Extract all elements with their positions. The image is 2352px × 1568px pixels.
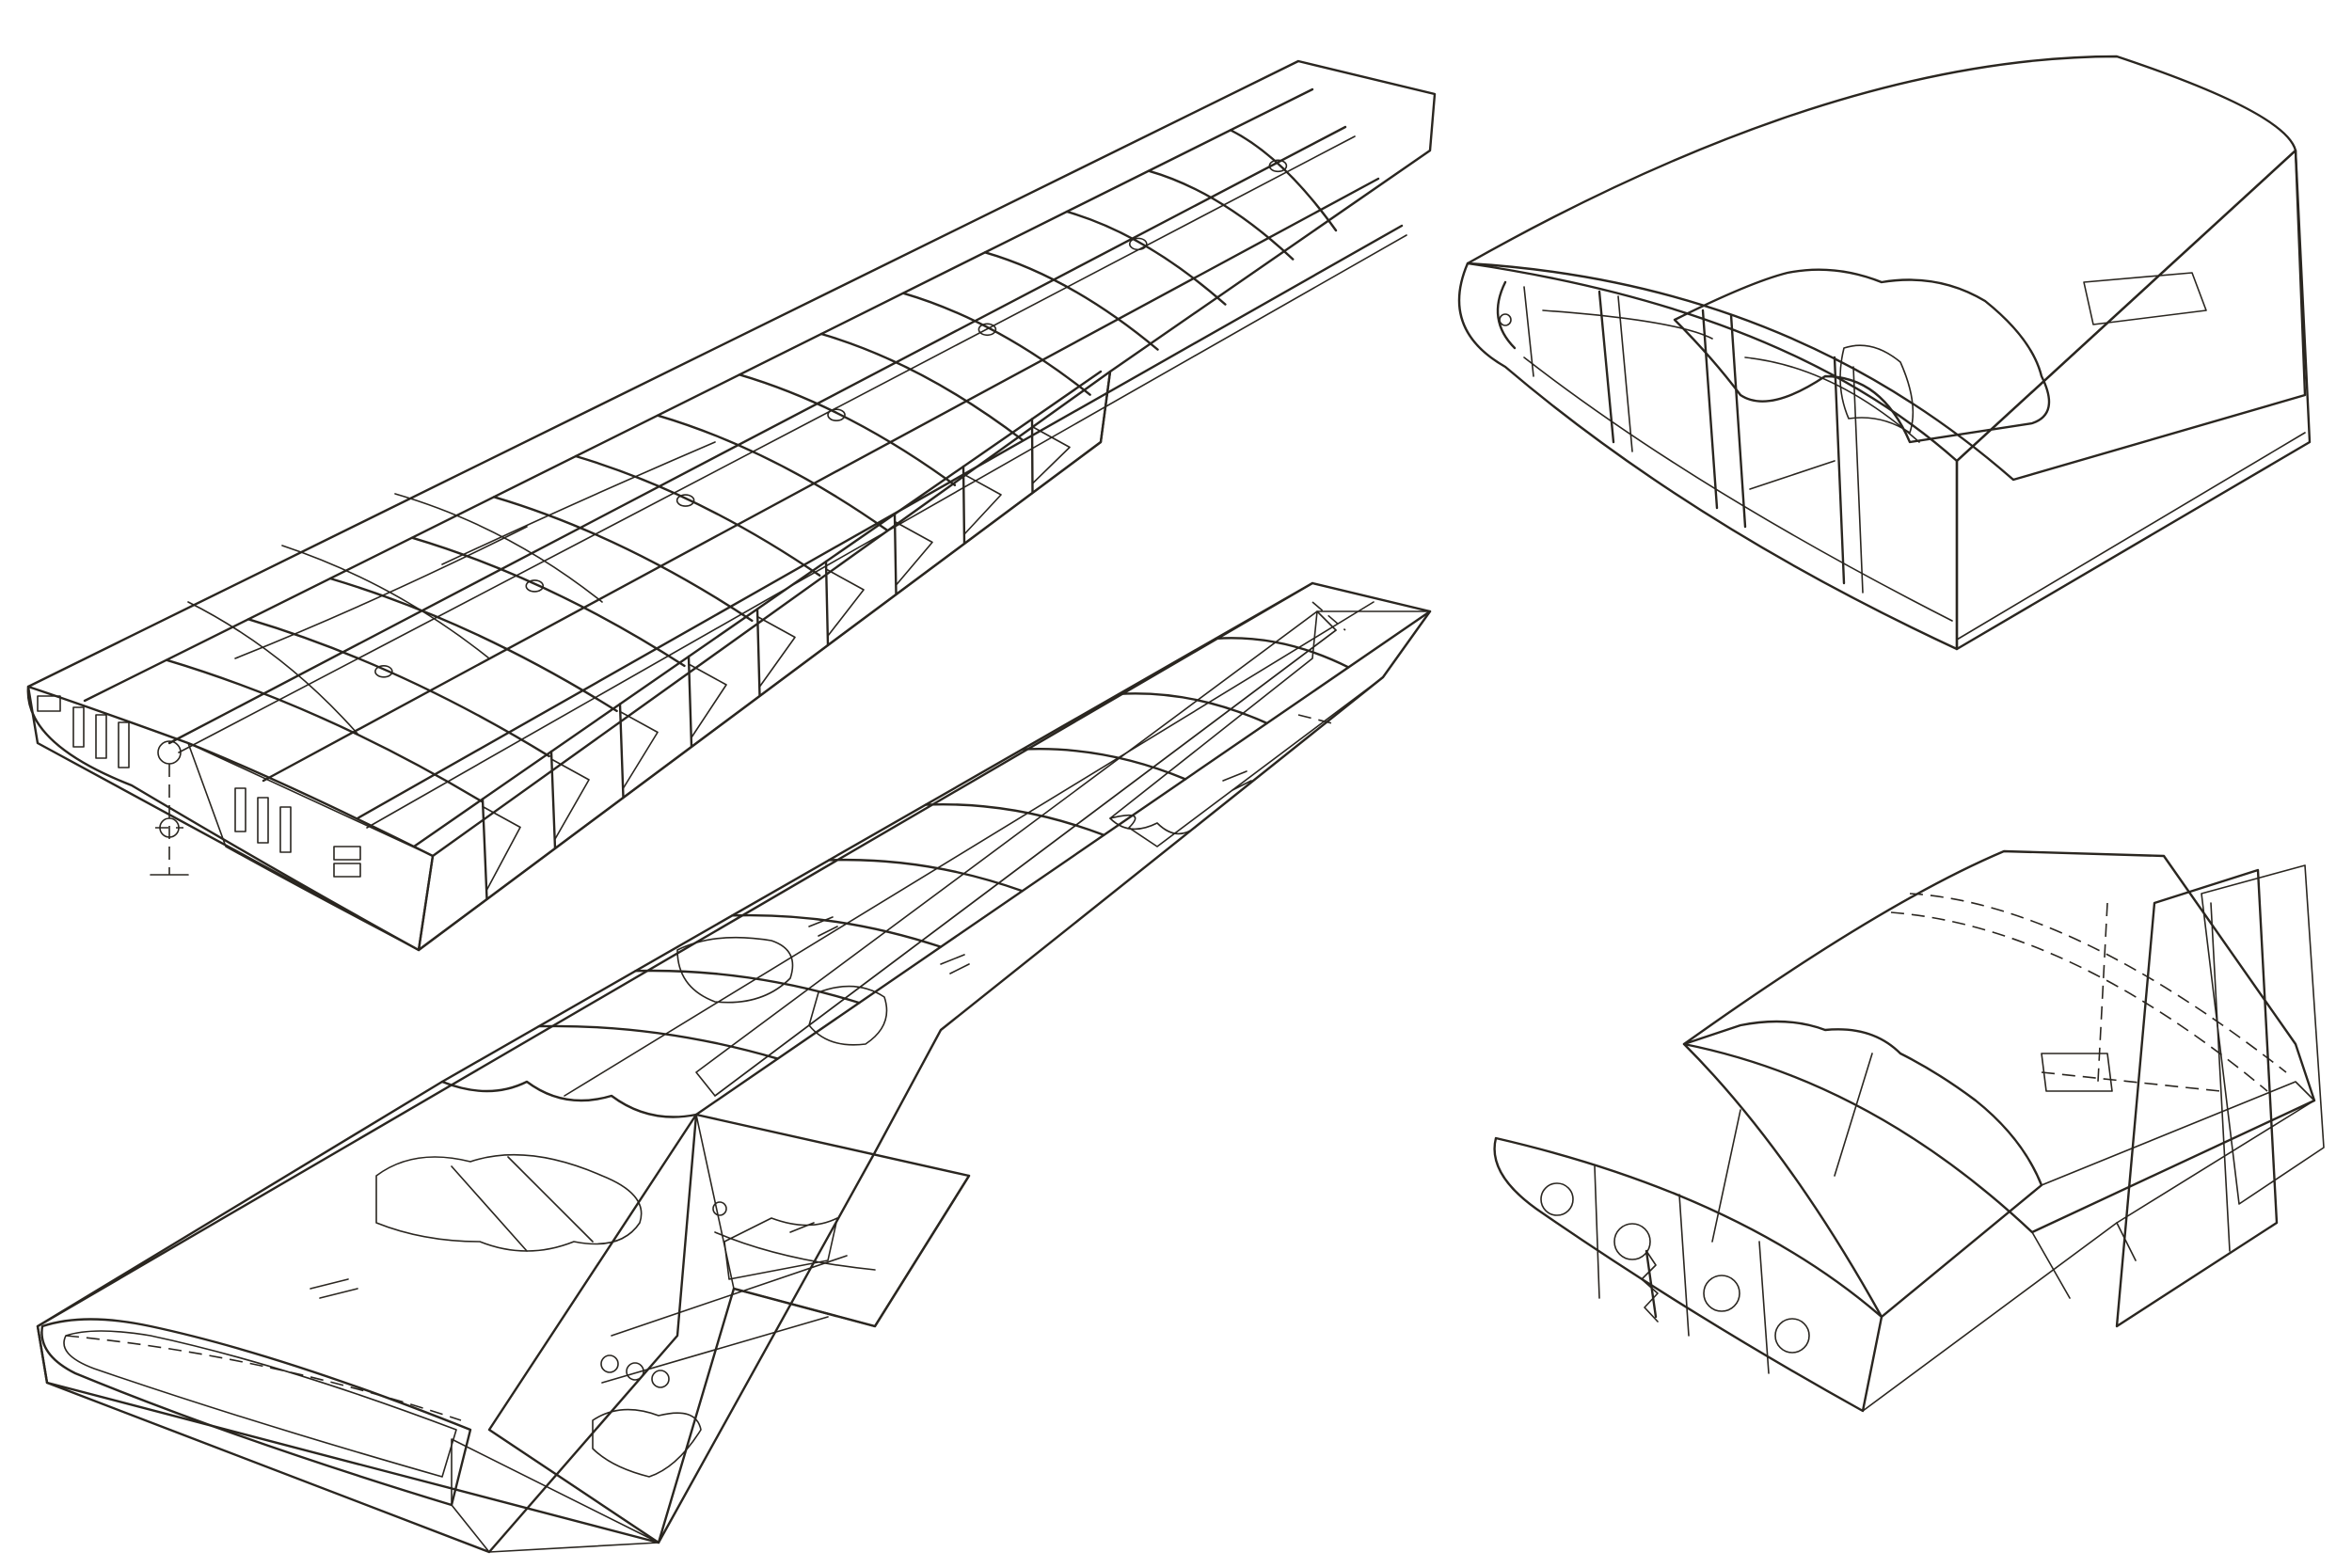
rib-gusset	[825, 568, 865, 637]
wing-ribs	[165, 129, 1338, 901]
wing-spars	[83, 87, 1407, 848]
block-side-face	[1955, 149, 2312, 651]
trailing-box-rib	[481, 798, 488, 901]
trailing-front-holes	[1540, 1165, 1810, 1374]
block-top-skin	[1466, 55, 2307, 482]
skinned-wing-rib	[924, 803, 1105, 836]
honeycomb-trailing-section	[1493, 849, 2325, 1413]
lightening-hole-icon	[1268, 159, 1288, 173]
wing-rib	[410, 536, 686, 668]
wing-rib	[656, 414, 889, 531]
trailing-box-rib	[893, 513, 898, 596]
wing-rib	[165, 658, 484, 803]
rib-gusset	[894, 520, 933, 586]
skin-foam-patches	[375, 936, 888, 1252]
trailing-top-skin	[1682, 849, 2316, 1234]
trailing-mesh-patch-icon	[2041, 1053, 2113, 1092]
wing-rib	[983, 251, 1159, 351]
block-core-void	[1839, 344, 1915, 434]
cutaway-rib-holes	[600, 1201, 727, 1388]
wing-rib	[328, 577, 618, 713]
wing-rib	[819, 332, 1024, 441]
skinned-wing-rib	[827, 858, 1024, 893]
rib-gusset	[962, 473, 1002, 535]
block-mesh-patch-icon	[2083, 272, 2207, 325]
tip-shading	[451, 1438, 660, 1553]
block-front-face	[1457, 261, 1959, 651]
wing-rib	[1065, 210, 1227, 306]
block-front-ribs	[1496, 280, 1953, 622]
trailing-side-face	[1862, 1081, 2315, 1412]
wing-rib	[574, 454, 821, 577]
trailing-honeycomb-core	[1682, 1020, 2043, 1319]
lightening-hole-icon	[374, 665, 393, 678]
wing-rib	[1229, 129, 1338, 232]
skinned-wing-outline	[36, 581, 1432, 1544]
trailing-cut-edge	[1641, 1250, 1659, 1323]
skinned-wing-rib	[1215, 637, 1350, 669]
trailing-rear-leaf	[2115, 868, 2279, 1328]
trailing-box-rib	[961, 465, 966, 546]
wing-rib	[246, 618, 550, 758]
cutaway-rib-face	[488, 1114, 735, 1544]
skinned-root-face	[40, 1318, 472, 1507]
attachment-arrow-markers	[310, 770, 1252, 1299]
lightening-hole-icon	[1128, 237, 1148, 251]
skinned-wing-ribs	[537, 637, 1350, 1060]
rib-gusset	[550, 758, 590, 840]
inboard-skin	[36, 1080, 698, 1554]
wing-rib	[492, 496, 754, 623]
trailing-box-rib	[549, 750, 557, 850]
rib-lightening-holes	[374, 159, 1288, 678]
rib-gusset	[756, 615, 796, 688]
trailing-box-rib	[755, 608, 761, 698]
cutaway-foam-patch	[592, 1408, 702, 1478]
trailing-box-rib	[1030, 418, 1034, 495]
lightening-hole-icon	[827, 408, 846, 421]
skinned-wing-rib	[1021, 748, 1187, 781]
rib-gusset	[619, 710, 659, 789]
skinned-wing-rib	[634, 969, 861, 1005]
wing-rib	[738, 373, 957, 486]
root-rib-shadow	[187, 742, 434, 951]
lightening-hole-icon	[977, 323, 997, 337]
skinned-wing-rib	[731, 913, 943, 948]
spar-attachment-fitting-icon	[150, 740, 189, 876]
wing-rib	[1147, 169, 1295, 261]
cutaway-skin-patch	[723, 1217, 838, 1280]
wing-frame-outline	[26, 59, 1437, 952]
trailing-box-rib	[687, 655, 693, 749]
trailing-front-face	[1493, 1136, 1883, 1413]
diagonal-bracing	[187, 441, 716, 735]
trailing-box-rib	[618, 703, 625, 800]
block-honeycomb-core	[1673, 268, 2051, 444]
lightening-hole-icon	[525, 579, 545, 593]
root-core-foam	[63, 1330, 457, 1478]
skinned-wing-cutaway	[36, 581, 1432, 1554]
rib-gusset	[482, 805, 521, 891]
skinned-wing-rib	[537, 1024, 779, 1060]
honeycomb-block-section	[1457, 55, 2312, 651]
root-rib-slots	[37, 695, 361, 878]
skinned-wing-spars	[440, 581, 1432, 1117]
root-chord-line	[65, 1335, 462, 1421]
wing-rib	[901, 292, 1091, 396]
built-up-wing-framework	[26, 59, 1437, 952]
lightening-hole-icon	[675, 494, 695, 507]
rib-gusset	[1031, 425, 1071, 484]
skin-torn-edge	[1109, 817, 1196, 835]
rib-gusset	[688, 663, 727, 738]
skinned-wing-rib	[1118, 692, 1268, 725]
trailing-box-rib	[824, 560, 830, 647]
